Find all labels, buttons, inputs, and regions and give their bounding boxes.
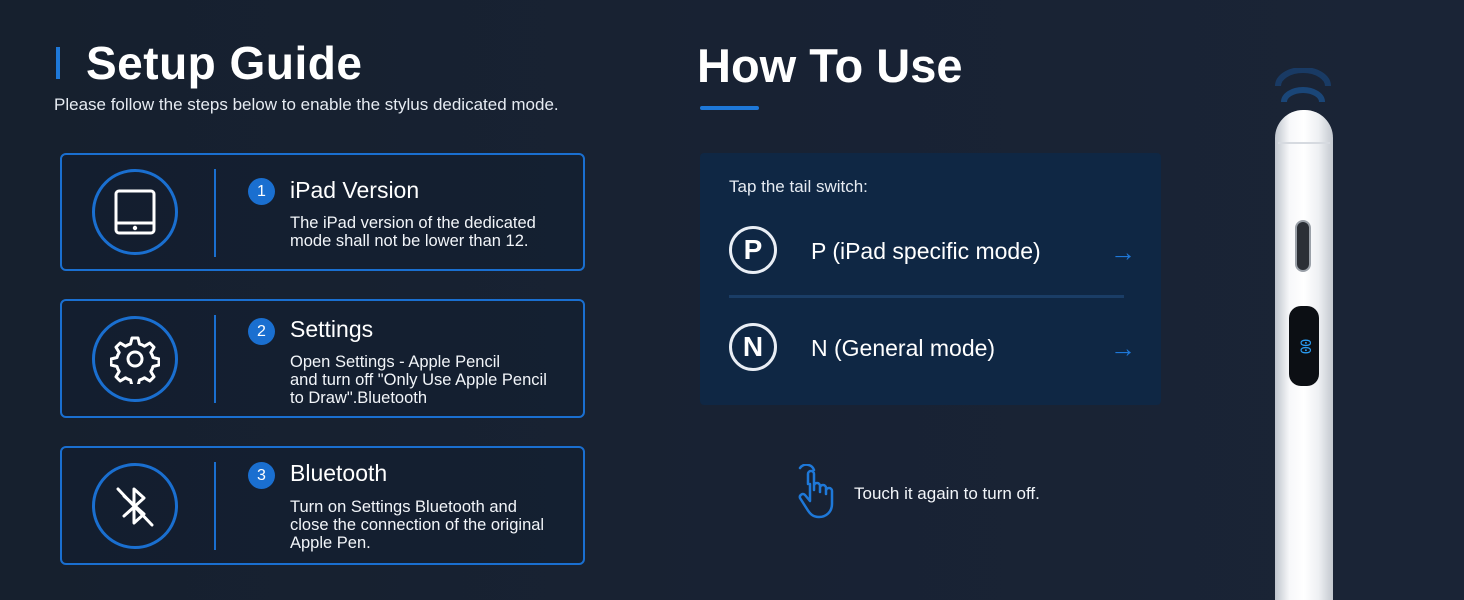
mode-n-icon: N bbox=[729, 323, 777, 371]
step-description: Turn on Settings Bluetooth and close the… bbox=[290, 498, 590, 552]
step-description-line: Turn on Settings Bluetooth and bbox=[290, 498, 517, 516]
tap-instruction: Tap the tail switch: bbox=[729, 177, 868, 196]
step-title: Bluetooth bbox=[290, 460, 388, 486]
touch-instruction: Touch it again to turn off. bbox=[854, 484, 1040, 503]
signal-waves-icon bbox=[1272, 67, 1334, 108]
step-description-line: to Draw".Bluetooth bbox=[290, 389, 428, 407]
touch-hand-icon bbox=[794, 463, 840, 520]
how-to-use-title: How To Use bbox=[697, 39, 963, 92]
step-number-badge: 3 bbox=[248, 462, 275, 489]
card-divider bbox=[214, 315, 216, 403]
card-divider bbox=[214, 462, 216, 550]
arrow-right-icon: → bbox=[1110, 333, 1136, 363]
arrow-right-icon: → bbox=[1110, 237, 1136, 267]
bluetooth-off-icon bbox=[92, 463, 178, 549]
title-accent-bar bbox=[56, 47, 60, 79]
mode-panel: Tap the tail switch: P P (iPad specific … bbox=[700, 153, 1161, 405]
card-divider bbox=[214, 169, 216, 257]
usb-c-port bbox=[1295, 220, 1311, 272]
stylus-cap-line bbox=[1278, 142, 1330, 144]
tablet-icon bbox=[92, 169, 178, 255]
step-title: iPad Version bbox=[290, 177, 420, 203]
step-description-line: and turn off "Only Use Apple Pencil bbox=[290, 371, 547, 389]
step-description: The iPad version of the dedicated mode s… bbox=[290, 214, 536, 250]
mode-p-text: P (iPad specific mode) bbox=[811, 238, 1041, 264]
step-description-line: Apple Pen. bbox=[290, 534, 371, 552]
stylus-pen-image: 00 bbox=[1275, 110, 1333, 600]
gear-icon bbox=[92, 316, 178, 402]
setup-guide-title: Setup Guide bbox=[86, 37, 363, 89]
mode-p-icon: P bbox=[729, 226, 777, 274]
mode-n-text: N (General mode) bbox=[811, 335, 996, 361]
step-title: Settings bbox=[290, 316, 374, 342]
step-number-badge: 2 bbox=[248, 318, 275, 345]
step-description-line: Open Settings - Apple Pencil bbox=[290, 353, 501, 371]
mode-separator bbox=[729, 295, 1124, 298]
step-card-settings: 2 Settings Open Settings - Apple Pencil … bbox=[60, 299, 585, 418]
step-description-line: close the connection of the original bbox=[290, 516, 545, 534]
step-description: Open Settings - Apple Pencil and turn of… bbox=[290, 353, 590, 407]
setup-guide-subtitle: Please follow the steps below to enable … bbox=[54, 95, 559, 114]
battery-display: 00 bbox=[1289, 306, 1319, 386]
title-underline bbox=[700, 106, 759, 110]
step-number-badge: 1 bbox=[248, 178, 275, 205]
step-card-ipad-version: 1 iPad Version The iPad version of the d… bbox=[60, 153, 585, 271]
battery-digits: 00 bbox=[1295, 338, 1312, 354]
step-card-bluetooth: 3 Bluetooth Turn on Settings Bluetooth a… bbox=[60, 446, 585, 565]
